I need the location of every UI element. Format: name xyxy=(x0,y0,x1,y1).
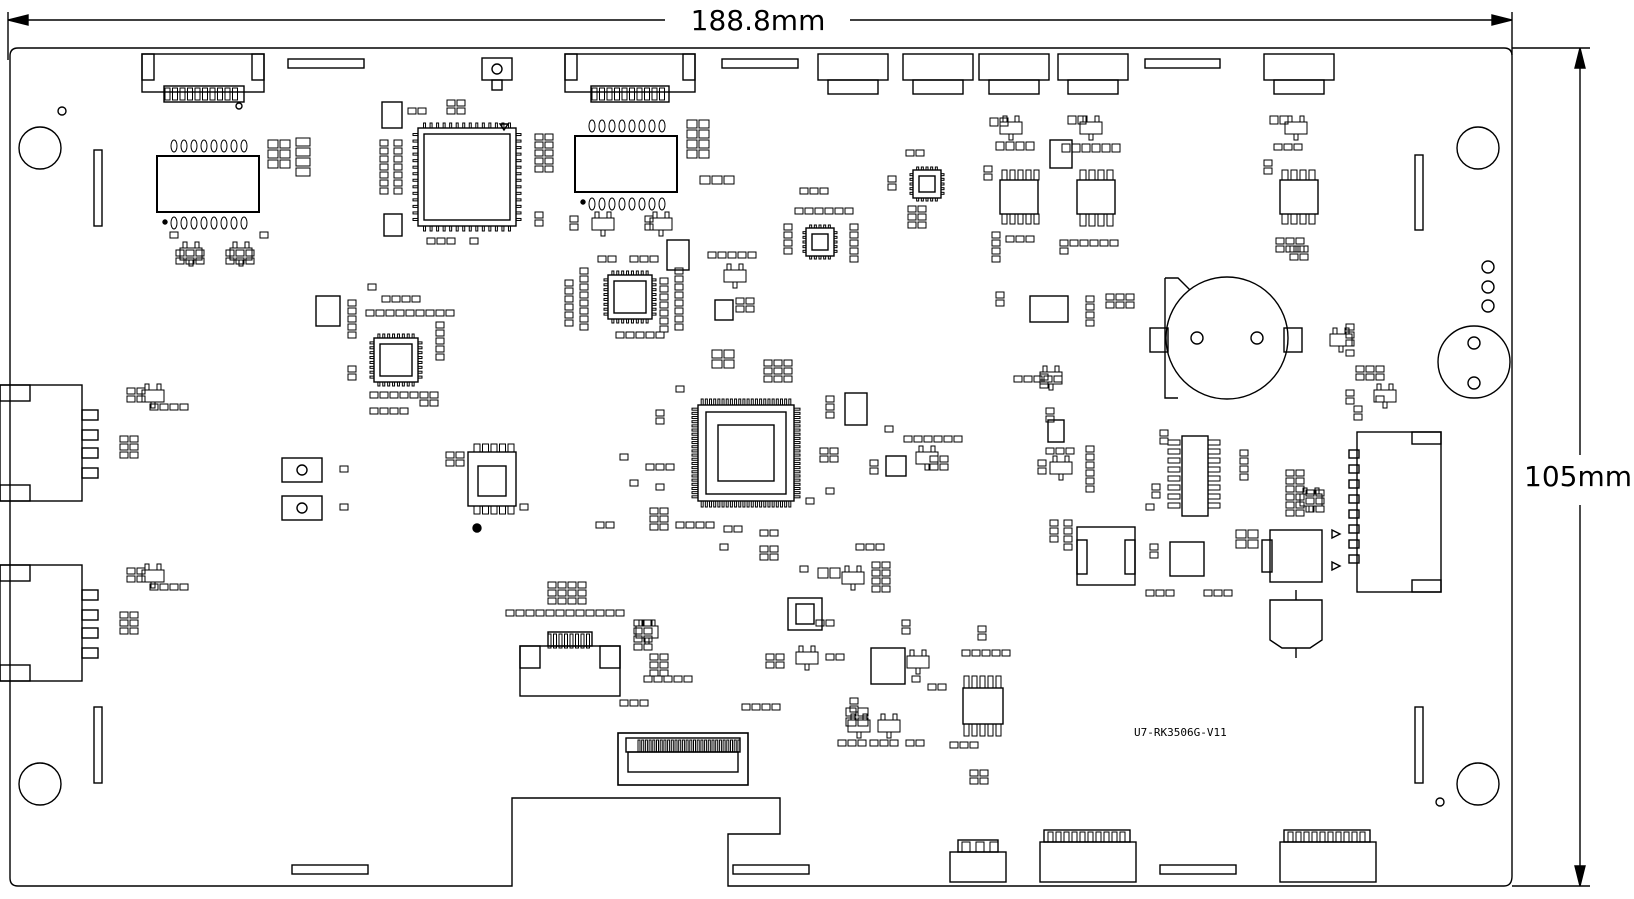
left-port-2 xyxy=(0,564,99,682)
buzzer xyxy=(1437,325,1511,399)
board-outline xyxy=(9,47,1513,887)
mounting-hole-bl xyxy=(18,762,62,806)
board-model-label: U7-RK3506G-V11 xyxy=(1134,726,1227,739)
qfn-ic-1 xyxy=(607,274,653,320)
dip-ic-right xyxy=(1181,435,1209,517)
sop-ic-right xyxy=(1169,541,1205,577)
left-port-1 xyxy=(0,384,99,502)
mounting-hole-tl xyxy=(18,126,62,170)
height-dimension xyxy=(1512,47,1590,887)
main-soc xyxy=(697,404,795,502)
width-dimension xyxy=(7,12,1513,60)
top-fpc-connector-2 xyxy=(564,53,696,103)
wifi-module-ic xyxy=(417,123,517,227)
top-small-connectors xyxy=(817,53,1335,95)
qfn-ic-3 xyxy=(805,227,835,257)
antenna-connector xyxy=(481,57,513,91)
memory-chip-left xyxy=(156,155,260,225)
passive-components xyxy=(119,87,1397,853)
memory-chip-mid xyxy=(574,135,678,205)
height-label: 105mm xyxy=(1524,460,1632,493)
electrolytic-capacitor xyxy=(1269,590,1323,658)
mounting-hole-tr xyxy=(1456,126,1500,170)
regulator-right xyxy=(1261,528,1342,583)
power-inductor-ic xyxy=(467,451,517,533)
mounting-hole-br xyxy=(1456,762,1500,806)
width-label: 188.8mm xyxy=(691,4,826,37)
tactile-button-2 xyxy=(281,495,323,521)
tactile-button-1 xyxy=(281,457,323,483)
top-fpc-connector-1 xyxy=(141,53,265,110)
power-inductor-right xyxy=(1076,526,1136,586)
right-side-connector xyxy=(1348,431,1442,593)
edge-slots xyxy=(93,58,1424,875)
qfn-ic-2 xyxy=(373,337,419,383)
coin-battery-holder xyxy=(1149,276,1303,400)
qfn-ic-4 xyxy=(912,169,942,199)
